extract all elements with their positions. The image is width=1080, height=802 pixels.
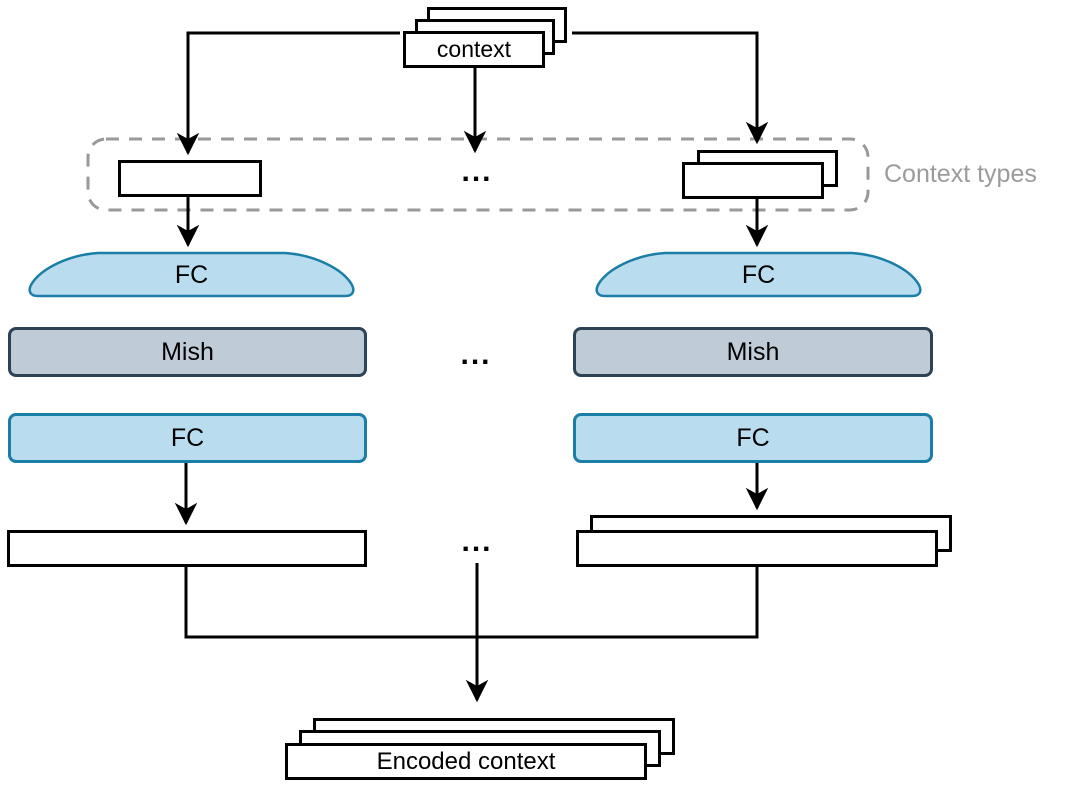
ellipsis-context-types: ...	[461, 155, 493, 188]
left-context-type-box	[118, 160, 262, 197]
right-output-front	[576, 530, 938, 567]
right-fc-activation-label: FC	[741, 260, 776, 289]
encoded-context-front: Encoded context	[285, 743, 647, 780]
context-stack-front: context	[403, 31, 545, 68]
ellipsis-output-row: ...	[461, 525, 493, 558]
arrow-context-to-right-type	[572, 31, 769, 145]
merge-line	[184, 567, 759, 639]
right-mish-label: Mish	[726, 337, 780, 366]
right-mish-layer: Mish	[573, 327, 933, 377]
left-mish-layer: Mish	[8, 327, 367, 377]
ellipsis-mish-row: ...	[460, 338, 492, 371]
encoded-context-label: Encoded context	[376, 747, 556, 775]
right-fc-layer: FC	[573, 413, 933, 463]
left-fc-layer: FC	[8, 413, 367, 463]
context-label: context	[436, 36, 512, 62]
context-types-label: Context types	[884, 160, 1037, 188]
right-fc-label: FC	[736, 423, 770, 452]
left-fc-label: FC	[170, 423, 205, 452]
left-fc-activation-shape	[28, 251, 355, 298]
left-fc-activation-label: FC	[174, 260, 209, 289]
left-output-box	[7, 530, 367, 567]
left-mish-label: Mish	[161, 337, 214, 366]
right-fc-activation-shape	[595, 251, 922, 298]
arrow-context-to-left-type	[176, 31, 400, 156]
right-context-type-front	[682, 162, 824, 199]
